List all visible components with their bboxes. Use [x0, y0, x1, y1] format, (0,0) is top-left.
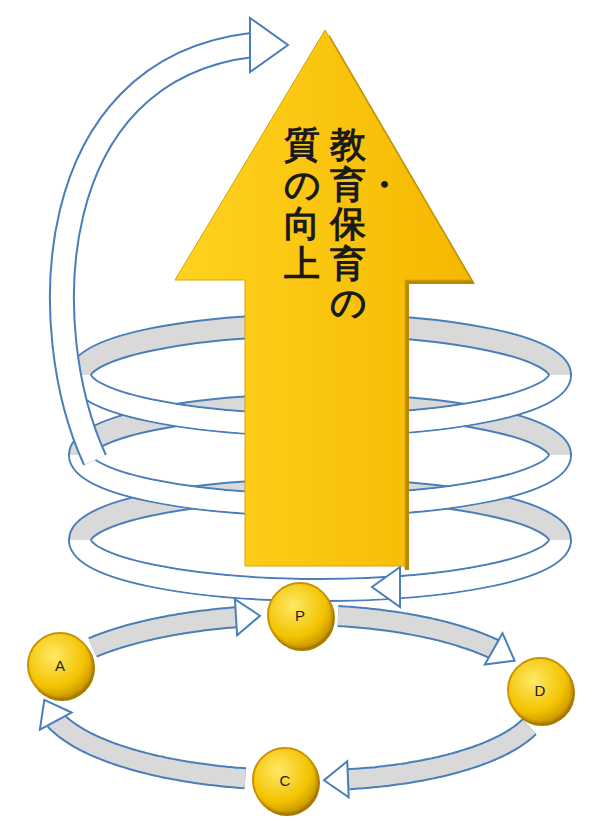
arrow-head	[235, 599, 260, 635]
band-fill	[93, 617, 238, 647]
phase-letter: A	[25, 630, 95, 700]
phase-letter: P	[265, 580, 335, 650]
pdca-circle: D	[505, 655, 575, 725]
arrow-face	[175, 30, 471, 566]
phase-letter: D	[505, 655, 575, 725]
band-outline	[93, 617, 238, 647]
goal-text: 教育・保育 の質の向上	[284, 125, 367, 327]
band-fill	[349, 727, 530, 780]
band-fill	[338, 616, 495, 649]
cycle-arrow	[324, 727, 529, 798]
arrow-shape	[175, 30, 475, 570]
band-outline	[55, 720, 245, 779]
cycle-arrow	[338, 616, 515, 664]
band-outline	[349, 727, 530, 780]
cycle-arrow	[40, 700, 245, 778]
cycle-arrow	[93, 599, 260, 647]
pdca-circle: P	[265, 580, 335, 650]
pdca-circle: C	[250, 745, 320, 815]
band-fill	[55, 720, 245, 779]
arrow-head	[324, 761, 349, 797]
arrow-head	[40, 700, 72, 730]
phase-letter: C	[250, 745, 320, 815]
pdca-circle: A	[25, 630, 95, 700]
arrow-head	[485, 633, 515, 664]
goal-arrow: 教育・保育 の質の向上	[175, 30, 475, 570]
band-outline	[338, 616, 495, 649]
vertical-text-frame: 教育・保育 の質の向上	[284, 125, 367, 327]
